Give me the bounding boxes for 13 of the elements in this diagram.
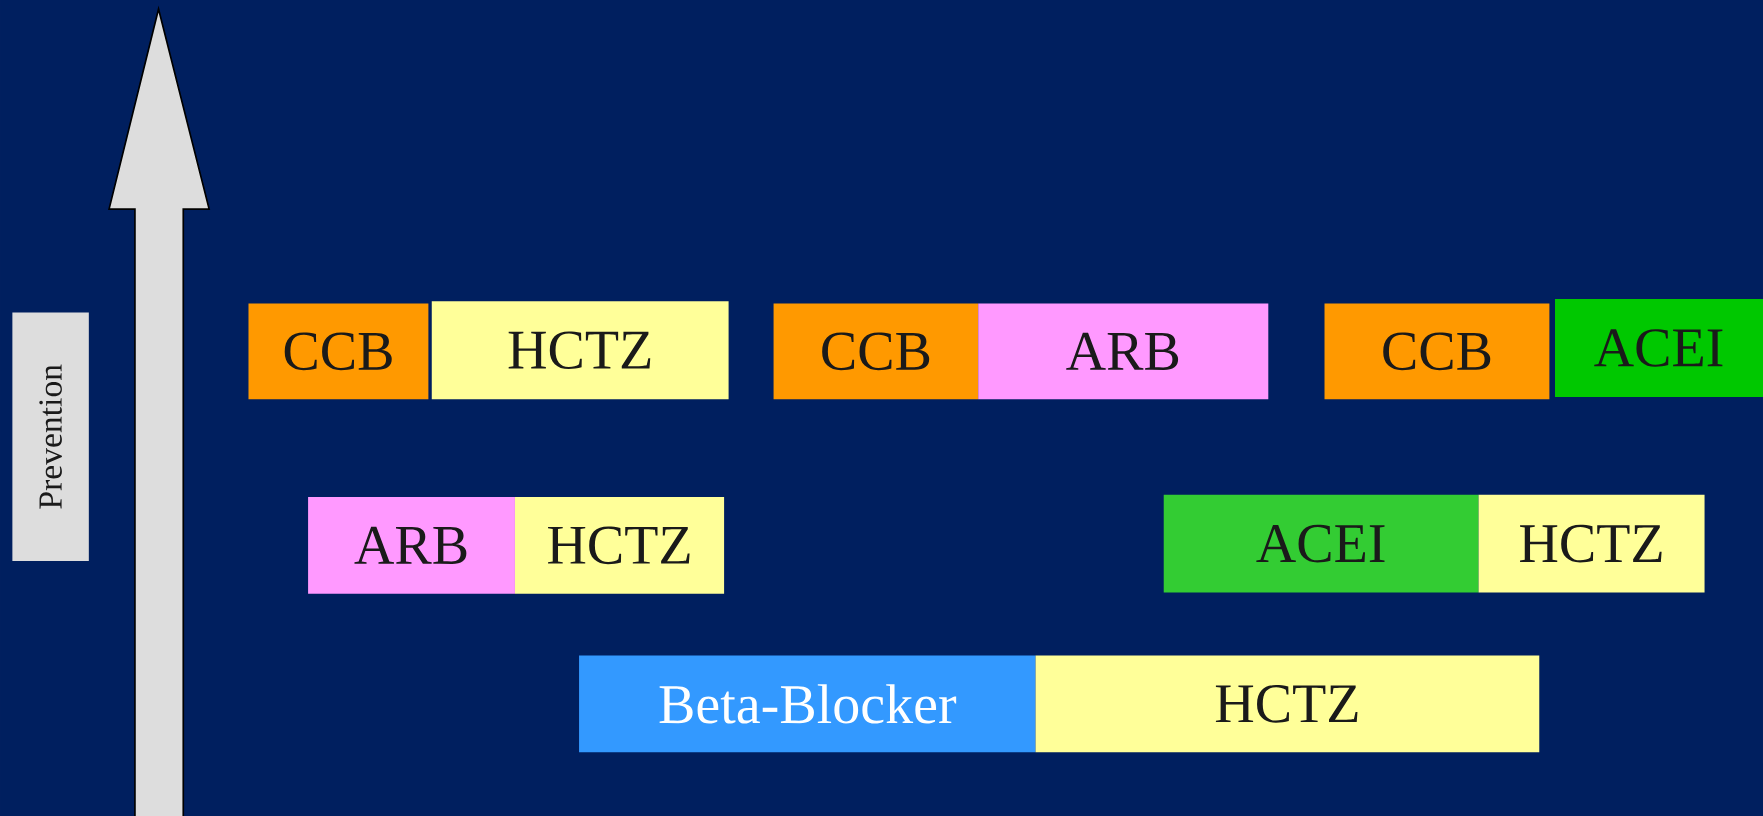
drug-bar: HCTZ [514, 496, 725, 594]
drug-bar: HCTZ [1478, 494, 1705, 593]
drug-bar: ACEI [1555, 298, 1763, 397]
drug-bar: CCB [773, 303, 979, 399]
drug-bar: CCB [1324, 303, 1550, 399]
drug-bar: Beta-Blocker [579, 655, 1036, 753]
drug-bar: ARB [308, 496, 515, 594]
label-box: Prevention [12, 312, 89, 561]
drug-bar: HCTZ [431, 301, 729, 399]
drug-bar: ARB [978, 303, 1269, 399]
drug-bar: ACEI [1163, 494, 1479, 593]
drug-bar: CCB [248, 303, 429, 399]
drug-bar: HCTZ [1035, 655, 1540, 753]
